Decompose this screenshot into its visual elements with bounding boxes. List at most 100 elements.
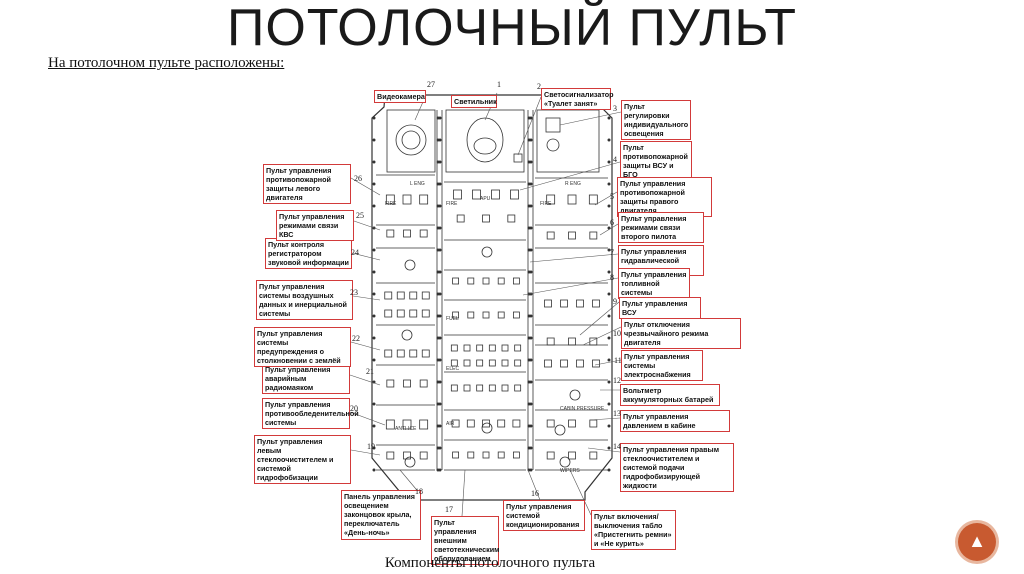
callout-number: 8 <box>610 273 614 282</box>
callout-number: 9 <box>613 297 617 306</box>
fastener <box>607 358 611 362</box>
leader-line <box>594 191 618 206</box>
callout-number: 3 <box>613 104 617 113</box>
switch <box>589 419 598 428</box>
callout-number: 10 <box>613 329 621 338</box>
light-control-knob <box>545 117 561 133</box>
switch <box>488 384 496 392</box>
panel-section-label: FUEL <box>446 316 459 322</box>
fastener <box>607 270 611 274</box>
switch <box>546 194 556 205</box>
camera-module <box>386 109 436 173</box>
callout-label: Пульт управления противопожарной защиты … <box>617 177 712 217</box>
switch <box>452 311 460 319</box>
fastener <box>529 424 533 428</box>
switch <box>491 189 500 200</box>
switch <box>452 277 460 285</box>
switch <box>453 189 462 200</box>
fastener <box>372 424 376 428</box>
switch <box>501 359 509 367</box>
callout-number: 14 <box>613 442 621 451</box>
fastener <box>438 138 442 142</box>
switch <box>546 451 555 460</box>
fastener <box>438 424 442 428</box>
fastener <box>607 248 611 252</box>
callout-label: Пульт управления системы воздушных данны… <box>256 280 353 320</box>
page-title: ПОТОЛОЧНЫЙ ПУЛЬТ <box>226 0 798 57</box>
leader-line <box>582 326 622 346</box>
switch <box>482 451 490 459</box>
camera-lens-inner <box>401 130 421 150</box>
fastener <box>529 160 533 164</box>
switch <box>589 451 598 460</box>
callout-label: Панель управления освещением законцовок … <box>341 490 421 540</box>
switch <box>568 451 576 460</box>
callout-label: Пульт управления давлением в кабине <box>620 410 730 432</box>
fastener <box>607 402 611 406</box>
rotary-knob <box>554 424 566 436</box>
fastener <box>372 314 376 318</box>
leader-line <box>461 469 466 517</box>
switch <box>384 309 393 318</box>
panel-section-label: APU <box>480 196 491 202</box>
switch <box>497 419 506 428</box>
rotary-knob <box>481 246 493 258</box>
callout-label: Светосигнализатор «Туалет занят» <box>541 88 614 110</box>
callout-number: 13 <box>613 409 621 418</box>
fastener <box>372 248 376 252</box>
leader-line <box>569 469 592 516</box>
callout-label: Пульт контроля регистратором звуковой ин… <box>265 238 352 269</box>
panel-section-label: CABIN PRESSURE <box>560 406 605 412</box>
callout-number: 17 <box>445 505 453 514</box>
callout-label: Пульт регулировки индивидуального освеще… <box>621 100 691 140</box>
rotary-knob <box>404 456 416 468</box>
switch <box>419 419 429 430</box>
switch <box>419 379 428 388</box>
switch <box>482 277 490 285</box>
callout-label: Пульт управления внешним светотехнически… <box>431 516 499 565</box>
switch <box>476 344 484 352</box>
fastener <box>438 116 442 120</box>
switch <box>592 359 600 368</box>
fastener <box>607 182 611 186</box>
switch <box>403 379 411 388</box>
fastener <box>529 446 533 450</box>
switch <box>592 299 600 308</box>
switch <box>463 344 471 352</box>
switch <box>409 291 418 300</box>
fastener <box>529 226 533 230</box>
callout-number: 27 <box>427 80 435 89</box>
panel-section-label: FIRE <box>385 201 397 207</box>
next-slide-button[interactable]: ▲ <box>958 523 996 561</box>
switch <box>568 231 576 240</box>
switch <box>497 311 505 319</box>
leader-line <box>527 469 541 501</box>
callout-number: 19 <box>367 442 375 451</box>
leader-line <box>519 161 621 191</box>
fastener <box>372 358 376 362</box>
switch <box>402 194 412 205</box>
switch <box>488 359 496 367</box>
switch <box>497 451 505 459</box>
fastener <box>438 204 442 208</box>
callout-label: Вольтметр аккумуляторных батарей <box>620 384 720 406</box>
fastener <box>529 336 533 340</box>
reading-light-module <box>536 109 600 173</box>
rotary-knob <box>569 389 581 401</box>
switch <box>501 384 509 392</box>
panel-section-label: FIRE <box>446 201 458 207</box>
switch <box>472 189 481 200</box>
lamp-dome <box>466 117 504 163</box>
switch <box>419 194 429 205</box>
fastener <box>529 358 533 362</box>
leader-line <box>589 417 621 421</box>
leader-line <box>349 374 381 386</box>
switch <box>385 194 395 205</box>
switch <box>544 359 552 368</box>
callout-number: 2 <box>537 82 541 91</box>
callout-leader-lines <box>349 92 622 517</box>
leader-line <box>349 411 386 426</box>
fastener <box>607 336 611 340</box>
fastener <box>372 182 376 186</box>
